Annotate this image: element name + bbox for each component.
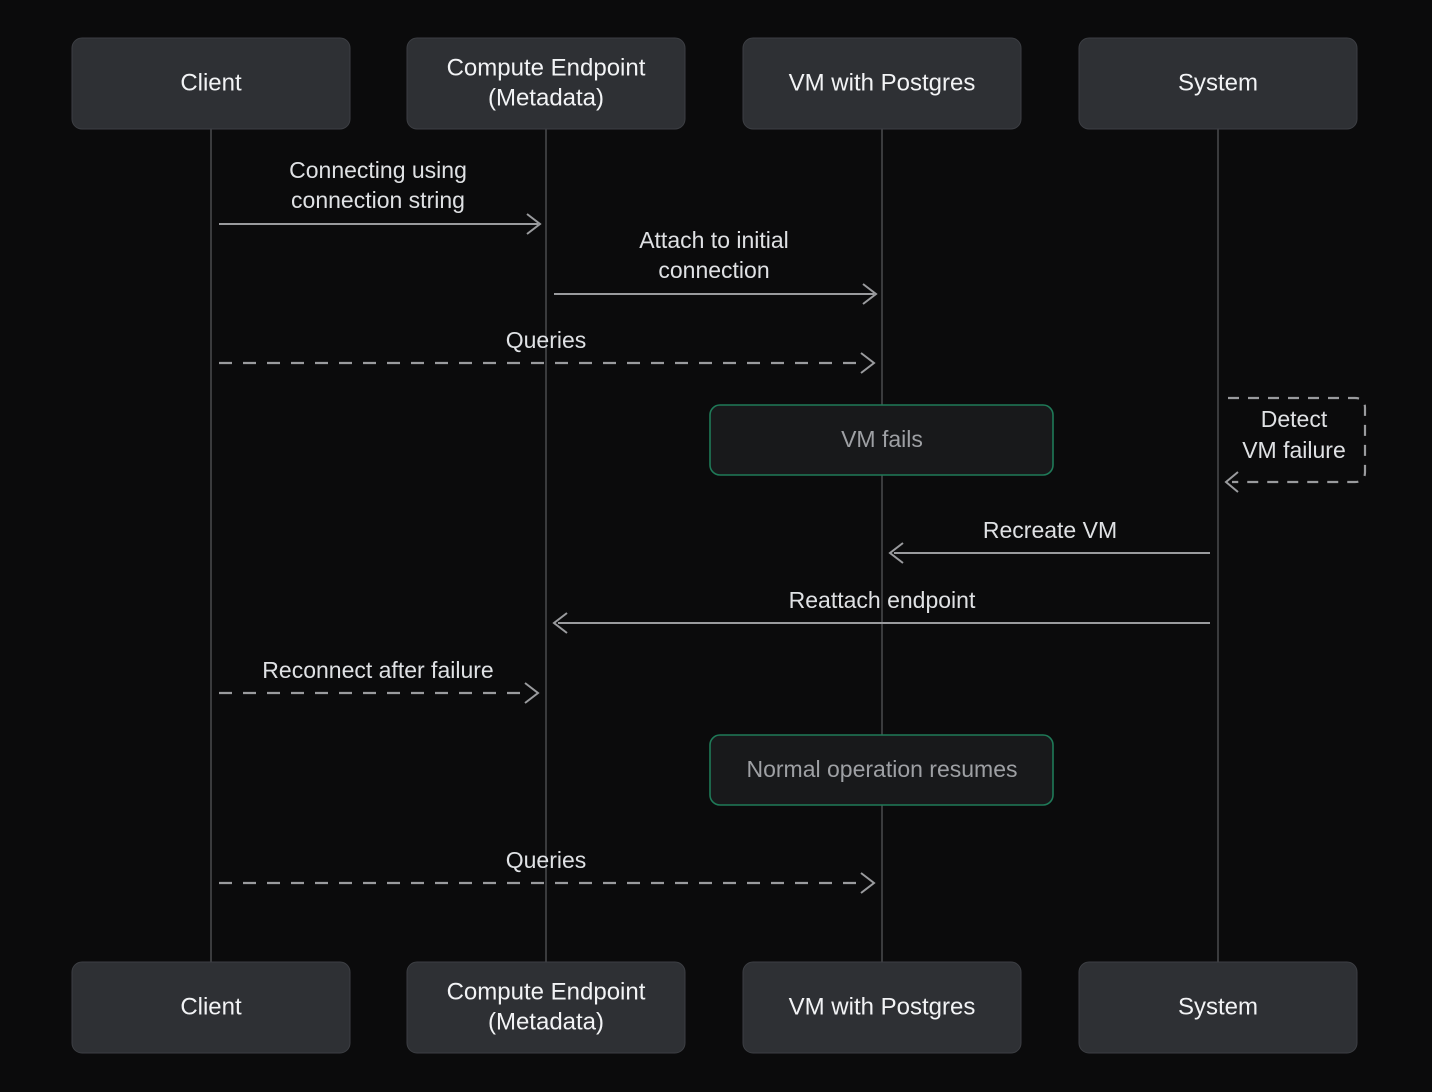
participant-box-footer-compute[interactable] [406, 961, 686, 1054]
message-label-m3: Queries [506, 327, 587, 353]
participant-footer-compute[interactable]: Compute Endpoint (Metadata) [406, 961, 686, 1054]
self-message-arrowhead-detect-vm-failure [1224, 471, 1239, 493]
message-label-m2-line1: Attach to initial [639, 227, 789, 253]
participant-box-client[interactable] [71, 37, 351, 130]
note-label-normal-operation-resumes: Normal operation resumes [746, 756, 1017, 782]
participant-box-footer-vm[interactable] [742, 961, 1022, 1054]
participant-label-footer-vm: VM with Postgres [789, 993, 976, 1020]
message-label-m7: Queries [506, 847, 587, 873]
participant-box-footer-client[interactable] [71, 961, 351, 1054]
message-arrowhead-m4 [888, 542, 904, 564]
message-arrowhead-m5 [552, 612, 568, 634]
participant-label-footer-compute-line1: Compute Endpoint [447, 978, 646, 1005]
participants-footer: Client Compute Endpoint (Metadata) VM wi… [71, 961, 1358, 1054]
message-recreate-vm[interactable]: Recreate VM [888, 517, 1210, 564]
participant-header-compute[interactable]: Compute Endpoint (Metadata) [406, 37, 686, 130]
message-arrowhead-m1 [526, 213, 542, 235]
lifelines-group [210, 129, 1219, 962]
self-message-detect-vm-failure[interactable]: Detect VM failure [1224, 396, 1367, 493]
message-arrowhead-m7 [860, 872, 876, 894]
note-box-normal-operation-resumes [709, 734, 1054, 806]
self-message-label-line2: VM failure [1242, 437, 1346, 463]
participant-label-compute-line2: (Metadata) [488, 84, 604, 111]
participant-label-footer-system: System [1178, 993, 1258, 1020]
participant-box-system[interactable] [1078, 37, 1358, 130]
self-message-label-line1: Detect [1261, 406, 1328, 432]
message-attach-to-initial-connection[interactable]: Attach to initial connection [554, 227, 878, 305]
participant-label-system: System [1178, 69, 1258, 96]
participant-box-compute[interactable] [406, 37, 686, 130]
message-label-m6: Reconnect after failure [262, 657, 493, 683]
participant-label-footer-client: Client [180, 993, 242, 1020]
message-label-m2-line2: connection [658, 257, 769, 283]
participant-footer-client[interactable]: Client [71, 961, 351, 1054]
participant-box-vm[interactable] [742, 37, 1022, 130]
participant-footer-system[interactable]: System [1078, 961, 1358, 1054]
participant-header-client[interactable]: Client [71, 37, 351, 130]
message-arrowhead-m2 [862, 283, 878, 305]
message-label-m4: Recreate VM [983, 517, 1117, 543]
participants-header: Client Compute Endpoint (Metadata) VM wi… [71, 37, 1358, 130]
message-label-m1-line2: connection string [291, 187, 465, 213]
participant-label-client: Client [180, 69, 242, 96]
participant-header-system[interactable]: System [1078, 37, 1358, 130]
message-label-m1-line1: Connecting using [289, 157, 467, 183]
message-arrowhead-m3 [860, 352, 876, 374]
note-normal-operation-resumes: Normal operation resumes [709, 734, 1054, 806]
message-queries-first[interactable]: Queries [219, 327, 876, 374]
message-reconnect-after-failure[interactable]: Reconnect after failure [219, 657, 540, 704]
participant-footer-vm[interactable]: VM with Postgres [742, 961, 1022, 1054]
note-box-vm-fails [709, 404, 1054, 476]
participant-box-footer-system[interactable] [1078, 961, 1358, 1054]
participant-label-vm: VM with Postgres [789, 69, 976, 96]
message-reattach-endpoint[interactable]: Reattach endpoint [552, 587, 1210, 634]
participant-label-compute-line1: Compute Endpoint [447, 54, 646, 81]
participant-label-footer-compute-line2: (Metadata) [488, 1008, 604, 1035]
message-connecting-using-connection-string[interactable]: Connecting using connection string [219, 157, 542, 235]
message-queries-second[interactable]: Queries [219, 847, 876, 894]
message-label-m5: Reattach endpoint [789, 587, 976, 613]
message-arrowhead-m6 [524, 682, 540, 704]
participant-header-vm[interactable]: VM with Postgres [742, 37, 1022, 130]
note-label-vm-fails: VM fails [841, 426, 923, 452]
note-vm-fails: VM fails [709, 404, 1054, 476]
